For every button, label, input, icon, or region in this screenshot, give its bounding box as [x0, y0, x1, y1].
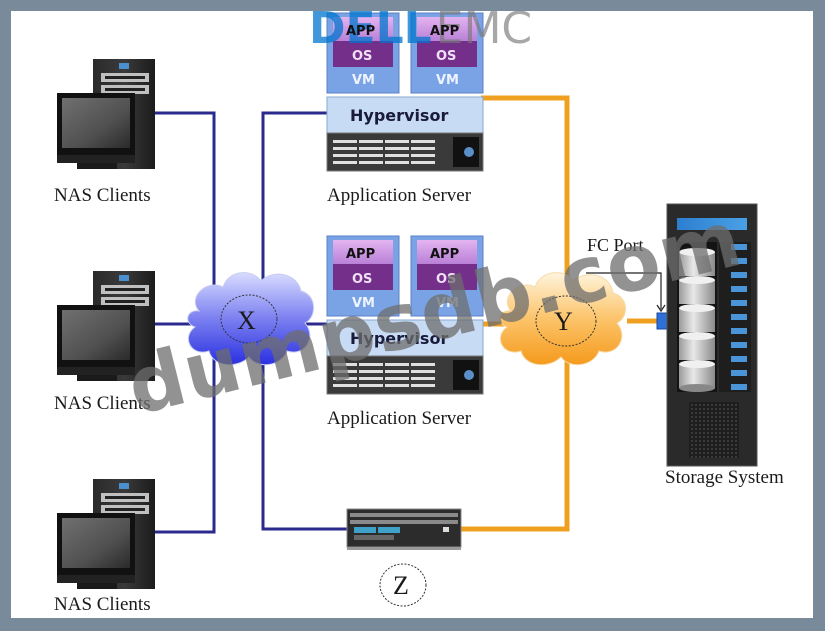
hypervisor-label: Hypervisor	[350, 106, 449, 125]
vm-app-label: APP	[346, 24, 376, 39]
vm-vm-label: VM	[352, 296, 375, 311]
vm-2	[410, 235, 484, 317]
vm-1	[326, 12, 400, 94]
hypervisor-bar	[326, 319, 484, 357]
application-server-2	[326, 235, 484, 395]
vm-os-label: OS	[436, 49, 457, 64]
vm-app-label: APP	[430, 24, 460, 39]
link-x-to-server1	[261, 111, 329, 289]
storage-system-rack	[666, 203, 758, 467]
logo-brand: DELL	[309, 11, 432, 54]
nas-client-label: NAS Clients	[54, 185, 151, 206]
logo-product: EMC	[435, 11, 533, 54]
network-cloud-y	[499, 272, 626, 366]
diagram-canvas: DELLEMC APP OS VM APP OS VM Hypervisor A…	[11, 11, 813, 618]
nas-client-label: NAS Clients	[54, 594, 151, 615]
hypervisor-label: Hypervisor	[350, 329, 449, 348]
network-x-label: X	[237, 306, 256, 335]
network-z-label: Z	[393, 571, 409, 600]
nas-client-2-computer	[57, 271, 155, 381]
hypervisor-bar	[326, 96, 484, 134]
vm-vm-label: VM	[436, 296, 459, 311]
network-cloud-x	[187, 272, 314, 366]
vm-os-label: OS	[436, 272, 457, 287]
storage-system-label: Storage System	[665, 467, 784, 488]
fc-links	[461, 95, 659, 532]
link-z-to-y	[461, 356, 570, 532]
vm-vm-label: VM	[436, 73, 459, 88]
dell-emc-logo: DELLEMC	[309, 11, 532, 54]
application-server-label: Application Server	[327, 185, 472, 206]
vm-2	[410, 12, 484, 94]
vm-1	[326, 235, 400, 317]
disk-stack	[679, 248, 715, 392]
nas-client-3-computer	[57, 479, 155, 589]
fc-port-label: FC Port	[587, 235, 644, 255]
vm-app-label: APP	[346, 247, 376, 262]
vm-os-label: OS	[352, 49, 373, 64]
z-device	[346, 508, 462, 607]
vm-vm-label: VM	[352, 73, 375, 88]
nas-client-1-computer	[57, 59, 155, 169]
nas-client-label: NAS Clients	[54, 393, 151, 414]
ip-links	[153, 111, 347, 534]
diagram-svg	[57, 12, 758, 607]
link-nas1-to-x	[153, 111, 216, 291]
fc-port	[656, 312, 668, 330]
vm-app-label: APP	[430, 247, 460, 262]
network-y-label: Y	[554, 307, 573, 336]
link-x-to-z	[261, 356, 347, 531]
application-server-1	[326, 12, 484, 172]
link-nas3-to-x	[153, 356, 216, 534]
application-server-label: Application Server	[327, 408, 472, 429]
link-server1-to-y	[481, 95, 570, 289]
fc-port-pointer	[586, 272, 666, 313]
vm-os-label: OS	[352, 272, 373, 287]
